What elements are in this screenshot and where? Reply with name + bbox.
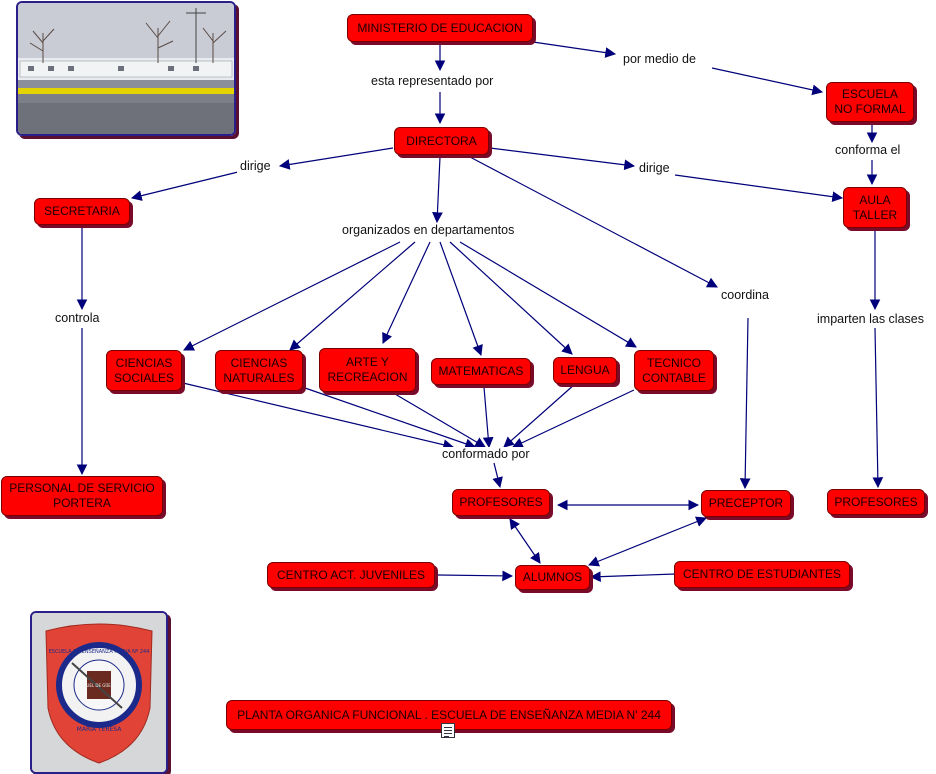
node-label: CIENCIAS SOCIALES — [114, 356, 174, 386]
edge — [280, 148, 393, 166]
node-alumnos[interactable]: ALUMNOS — [515, 565, 590, 590]
label-dirige-right: dirige — [636, 161, 673, 176]
node-escuela-no-formal[interactable]: ESCUELA NO FORMAL — [826, 82, 914, 122]
node-aula-taller[interactable]: AULA TALLER — [843, 187, 907, 228]
node-centro-estudiantes[interactable]: CENTRO DE ESTUDIANTES — [674, 561, 850, 588]
node-directora[interactable]: DIRECTORA — [394, 127, 489, 155]
node-arte-recreacion[interactable]: ARTE Y RECREACION — [319, 348, 416, 392]
edge — [440, 242, 481, 355]
edge — [470, 157, 717, 287]
edge — [395, 394, 485, 447]
node-label: ALUMNOS — [523, 570, 582, 585]
node-label: TECNICO CONTABLE — [642, 356, 706, 386]
node-label: CIENCIAS NATURALES — [223, 356, 294, 386]
school-building-image — [18, 3, 234, 134]
node-label: MATEMATICAS — [439, 364, 524, 379]
edge — [132, 172, 238, 198]
node-label: DIRECTORA — [406, 134, 476, 149]
edge — [437, 157, 440, 222]
edge — [591, 574, 675, 577]
node-centro-act-juveniles[interactable]: CENTRO ACT. JUVENILES — [267, 562, 435, 588]
node-label: PROFESORES — [834, 495, 917, 510]
edge — [533, 42, 615, 54]
edge — [510, 519, 540, 563]
label-controla: controla — [52, 311, 102, 326]
node-matematicas[interactable]: MATEMATICAS — [431, 358, 531, 385]
label-por-medio-de: por medio de — [620, 52, 699, 67]
node-label: ARTE Y RECREACION — [327, 355, 407, 385]
edge — [494, 463, 500, 487]
node-ministerio[interactable]: MINISTERIO DE EDUCACION — [347, 14, 533, 42]
edge — [675, 175, 842, 198]
edge — [290, 242, 415, 350]
label-conforma-el: conforma el — [832, 143, 903, 158]
node-label: LENGUA — [560, 363, 609, 378]
node-label: PRECEPTOR — [709, 496, 783, 511]
node-label: PLANTA ORGANICA FUNCIONAL . ESCUELA DE E… — [237, 708, 661, 723]
emblem-bottom-text: MARIA TERESA — [77, 726, 123, 733]
node-label: MINISTERIO DE EDUCACION — [357, 21, 522, 36]
node-preceptor[interactable]: PRECEPTOR — [701, 490, 791, 517]
emblem-book-text: MIGUEL DE GÜEMES — [79, 683, 120, 688]
node-label: CENTRO ACT. JUVENILES — [277, 568, 425, 583]
edge — [184, 242, 400, 350]
node-label: ESCUELA NO FORMAL — [834, 87, 905, 117]
node-ciencias-sociales[interactable]: CIENCIAS SOCIALES — [106, 350, 182, 391]
label-coordina: coordina — [718, 288, 772, 303]
node-tecnico-contable[interactable]: TECNICO CONTABLE — [634, 350, 714, 391]
label-dirige-left: dirige — [237, 159, 274, 174]
label-esta-representado: esta representado por — [368, 74, 496, 89]
node-label: CENTRO DE ESTUDIANTES — [683, 567, 841, 582]
node-ciencias-naturales[interactable]: CIENCIAS NATURALES — [215, 350, 303, 391]
node-label: PERSONAL DE SERVICIO PORTERA — [9, 481, 154, 511]
label-conformado-por: conformado por — [439, 447, 533, 462]
node-secretaria[interactable]: SECRETARIA — [34, 198, 130, 225]
edge — [712, 68, 822, 92]
school-emblem-image: ESCUELA DE ENSEÑANZA MEDIA Nº 244 MARIA … — [32, 613, 166, 772]
edge — [875, 328, 878, 487]
edge — [513, 390, 634, 447]
edge — [589, 518, 706, 565]
edge — [490, 148, 634, 166]
node-label: AULA TALLER — [853, 193, 897, 223]
edge — [484, 387, 489, 447]
edge — [383, 242, 430, 343]
node-label: SECRETARIA — [44, 204, 120, 219]
school-emblem-photo: ESCUELA DE ENSEÑANZA MEDIA Nº 244 MARIA … — [30, 611, 168, 774]
emblem-ring-text: ESCUELA DE ENSEÑANZA MEDIA Nº 244 — [49, 648, 150, 655]
node-personal-servicio[interactable]: PERSONAL DE SERVICIO PORTERA — [1, 476, 163, 516]
label-organizados: organizados en departamentos — [339, 223, 517, 238]
school-building-photo — [16, 1, 236, 136]
label-imparten: imparten las clases — [814, 312, 927, 327]
edge — [745, 318, 748, 488]
node-lengua[interactable]: LENGUA — [553, 357, 617, 384]
node-profesores-taller[interactable]: PROFESORES — [827, 489, 925, 515]
edge — [438, 575, 512, 576]
document-icon[interactable] — [441, 723, 455, 738]
edge — [504, 384, 575, 447]
node-label: PROFESORES — [459, 495, 542, 510]
node-profesores[interactable]: PROFESORES — [452, 489, 550, 516]
